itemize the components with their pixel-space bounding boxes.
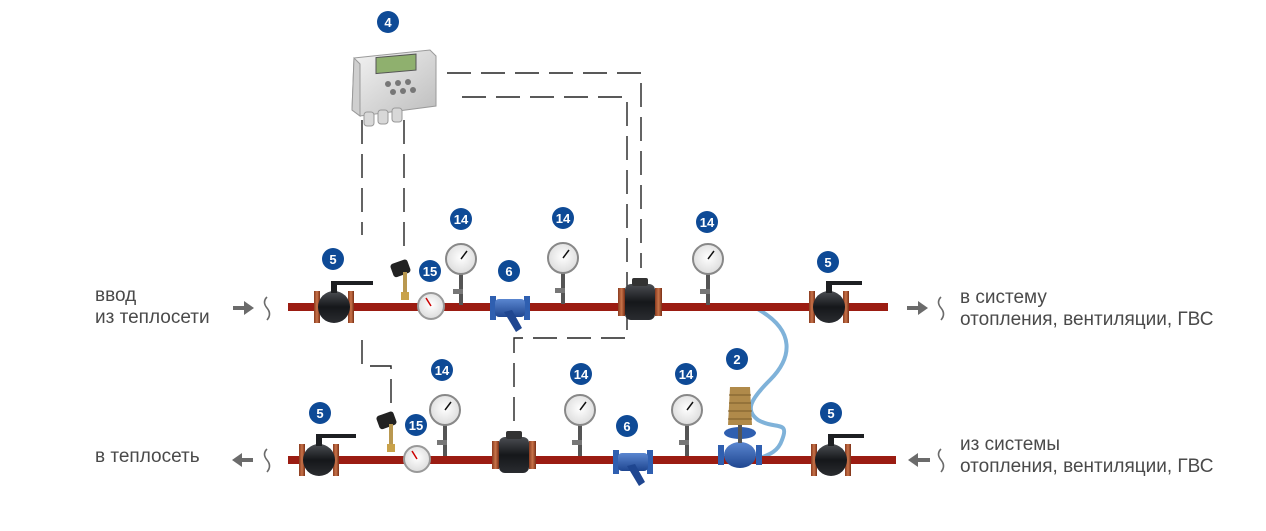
label-return-out-line-1: в теплосеть (95, 446, 200, 467)
svg-text:4: 4 (384, 15, 392, 30)
strainer-filter-icon (490, 296, 530, 332)
arrow-return-in (908, 453, 930, 467)
svg-text:15: 15 (423, 264, 437, 279)
label-supply-out-line-2: отопления, вентиляции, ГВС (960, 309, 1214, 330)
pressure-gauge-icon (692, 243, 724, 305)
flow-meter-icon (492, 431, 536, 473)
pressure-regulator-icon (718, 387, 762, 468)
svg-text:5: 5 (329, 252, 336, 267)
label-supply-in: ввод из теплосети (95, 285, 210, 329)
svg-text:14: 14 (679, 367, 694, 382)
signal-lines (361, 72, 642, 435)
arrow-return-out (232, 453, 253, 467)
badge-gauge: 14 (450, 208, 472, 230)
signal-line-supply-flowmeter (447, 72, 642, 268)
svg-text:6: 6 (623, 419, 630, 434)
break-mark-supply-out (937, 296, 945, 321)
break-mark-supply-in (263, 296, 271, 321)
ball-valve-icon (314, 281, 373, 323)
svg-text:14: 14 (574, 367, 589, 382)
label-supply-out: в систему отопления, вентиляции, ГВС (960, 287, 1213, 331)
label-supply-in-line-1: ввод (95, 285, 137, 306)
supply-pipe (288, 303, 888, 311)
capillary-tube (748, 304, 789, 460)
pressure-gauge-icon (671, 394, 703, 456)
badge-thermometer: 15 (405, 414, 427, 436)
pressure-gauge-icon (547, 242, 579, 304)
ball-valve-icon (809, 281, 862, 323)
svg-text:5: 5 (316, 406, 323, 421)
badge-filter: 6 (616, 415, 638, 437)
svg-text:5: 5 (827, 406, 834, 421)
label-supply-out-line-1: в систему (960, 287, 1047, 308)
pressure-gauge-icon (429, 394, 461, 456)
badge-controller: 4 (377, 11, 399, 33)
svg-text:14: 14 (556, 211, 571, 226)
flow-meter-icon (618, 278, 662, 320)
temperature-sensor-icon (390, 259, 411, 300)
badge-filter: 6 (498, 260, 520, 282)
svg-text:15: 15 (409, 418, 423, 433)
ball-valve-icon (811, 434, 864, 476)
thermometer-icon (403, 445, 431, 473)
badge-thermometer: 15 (419, 260, 441, 282)
break-mark-return-out (263, 448, 271, 473)
badge-gauge: 14 (570, 363, 592, 385)
signal-line-return-flowmeter (462, 96, 628, 435)
badge-gauge: 14 (675, 363, 697, 385)
break-mark-return-in (937, 448, 945, 473)
svg-text:5: 5 (824, 255, 831, 270)
badge-ball-valve: 5 (817, 251, 839, 273)
pressure-gauge-icon (445, 243, 477, 305)
svg-text:14: 14 (700, 215, 715, 230)
return-pipe (288, 456, 896, 464)
badge-ball-valve: 5 (820, 402, 842, 424)
label-return-out: в теплосеть (95, 446, 200, 468)
badge-ball-valve: 5 (309, 402, 331, 424)
badge-gauge: 14 (552, 207, 574, 229)
ball-valve-icon (299, 434, 356, 476)
thermometer-icon (417, 292, 445, 320)
badge-ball-valve: 5 (322, 248, 344, 270)
label-return-in-line-1: из системы (960, 434, 1060, 455)
svg-text:6: 6 (505, 264, 512, 279)
arrow-supply-out (907, 301, 928, 315)
label-return-in-line-2: отопления, вентиляции, ГВС (960, 456, 1214, 477)
label-return-in: из системы отопления, вентиляции, ГВС (960, 434, 1213, 478)
pressure-gauge-icon (564, 394, 596, 456)
badge-gauge: 14 (696, 211, 718, 233)
temperature-sensor-icon (376, 411, 397, 452)
strainer-filter-icon (613, 450, 653, 486)
svg-text:2: 2 (733, 352, 740, 367)
signal-line-return-sensor (361, 340, 392, 410)
badge-gauge: 14 (431, 359, 453, 381)
svg-text:14: 14 (435, 363, 450, 378)
badge-pressure-regulator: 2 (726, 348, 748, 370)
label-supply-in-line-2: из теплосети (95, 307, 210, 328)
svg-text:14: 14 (454, 212, 469, 227)
heat-controller-icon (351, 49, 437, 127)
arrow-supply-in (233, 301, 254, 315)
